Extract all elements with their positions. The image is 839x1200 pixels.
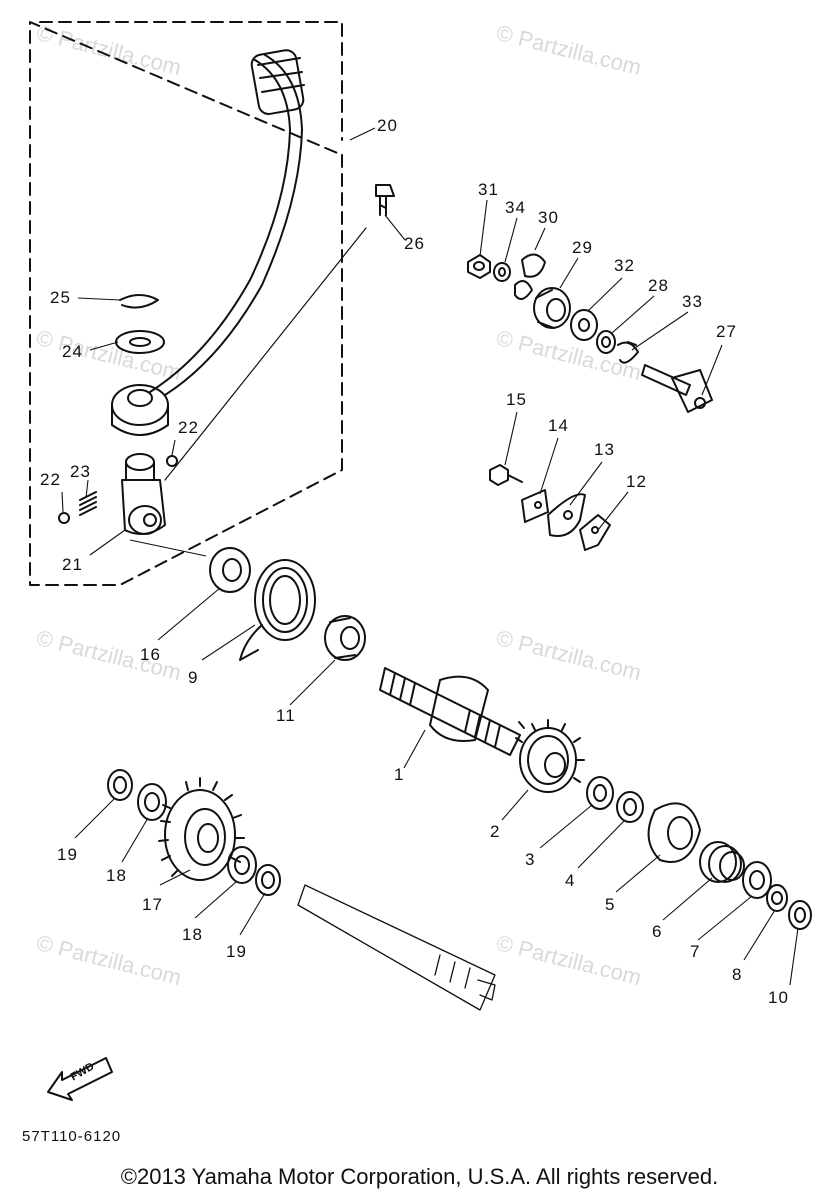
assembly-box bbox=[29, 21, 343, 586]
label-19: 19 bbox=[226, 942, 247, 961]
label-7: 7 bbox=[690, 942, 701, 961]
label-19: 19 bbox=[57, 845, 78, 864]
diagram-code: 57T110-6120 bbox=[22, 1128, 122, 1145]
label-21: 21 bbox=[62, 555, 83, 574]
label-5: 5 bbox=[605, 895, 616, 914]
torsion-spring bbox=[239, 559, 316, 661]
label-33: 33 bbox=[682, 292, 703, 311]
label-6: 6 bbox=[652, 922, 663, 941]
label-20: 20 bbox=[377, 116, 398, 135]
label-31: 31 bbox=[478, 180, 499, 199]
label-16: 16 bbox=[140, 645, 161, 664]
ball bbox=[166, 455, 178, 467]
bolt bbox=[375, 184, 395, 216]
label-32: 32 bbox=[614, 256, 635, 275]
bolt bbox=[489, 464, 523, 486]
washer bbox=[570, 309, 598, 341]
label-9: 9 bbox=[188, 668, 199, 687]
label-11: 11 bbox=[276, 706, 296, 725]
idle-gear bbox=[158, 777, 245, 881]
circlip bbox=[596, 330, 616, 354]
label-23: 23 bbox=[70, 462, 91, 481]
label-26: 26 bbox=[404, 234, 425, 253]
label-17: 17 bbox=[142, 895, 163, 914]
label-18: 18 bbox=[106, 866, 127, 885]
kick-axle bbox=[379, 667, 521, 756]
washer bbox=[115, 330, 165, 354]
washer bbox=[586, 776, 614, 810]
circlip bbox=[616, 791, 644, 823]
circlip bbox=[119, 294, 159, 309]
label-24: 24 bbox=[62, 342, 83, 361]
label-22: 22 bbox=[178, 418, 199, 437]
idle-shaft bbox=[297, 884, 496, 1011]
label-29: 29 bbox=[572, 238, 593, 257]
label-30: 30 bbox=[538, 208, 559, 227]
ratchet-spring bbox=[699, 841, 745, 883]
collar bbox=[324, 615, 366, 661]
kick-gear bbox=[515, 719, 585, 793]
label-25: 25 bbox=[50, 288, 71, 307]
label-8: 8 bbox=[732, 965, 743, 984]
label-28: 28 bbox=[648, 276, 669, 295]
kick-clip bbox=[514, 253, 546, 300]
washer bbox=[742, 861, 772, 899]
label-22: 22 bbox=[40, 470, 61, 489]
kick-shaft bbox=[641, 364, 713, 413]
circlip bbox=[255, 864, 281, 896]
ball bbox=[58, 512, 70, 524]
label-34: 34 bbox=[505, 198, 526, 217]
spring bbox=[79, 491, 97, 516]
washer bbox=[227, 846, 257, 884]
bearing bbox=[533, 287, 571, 329]
kick-boss bbox=[121, 453, 166, 535]
guide-plate bbox=[547, 493, 586, 537]
kick-lever bbox=[111, 49, 305, 436]
ratchet-wheel bbox=[647, 802, 701, 863]
label-14: 14 bbox=[548, 416, 569, 435]
label-27: 27 bbox=[716, 322, 737, 341]
label-18: 18 bbox=[182, 925, 203, 944]
label-4: 4 bbox=[565, 871, 576, 890]
nut bbox=[467, 254, 491, 279]
stopper-plate bbox=[579, 514, 611, 551]
washer bbox=[788, 900, 812, 930]
spring-clip bbox=[617, 341, 639, 364]
label-2: 2 bbox=[490, 822, 501, 841]
oil-seal bbox=[209, 547, 251, 593]
washer bbox=[137, 783, 167, 821]
label-3: 3 bbox=[525, 850, 536, 869]
washer bbox=[493, 262, 511, 282]
circlip bbox=[107, 769, 133, 801]
plate bbox=[521, 489, 549, 523]
label-12: 12 bbox=[626, 472, 647, 491]
label-15: 15 bbox=[506, 390, 527, 409]
circlip bbox=[766, 884, 788, 912]
label-10: 10 bbox=[768, 988, 789, 1007]
fwd-arrow-icon bbox=[47, 1057, 113, 1101]
label-13: 13 bbox=[594, 440, 615, 459]
label-1: 1 bbox=[394, 765, 405, 784]
copyright-text: ©2013 Yamaha Motor Corporation, U.S.A. A… bbox=[120, 1164, 719, 1189]
